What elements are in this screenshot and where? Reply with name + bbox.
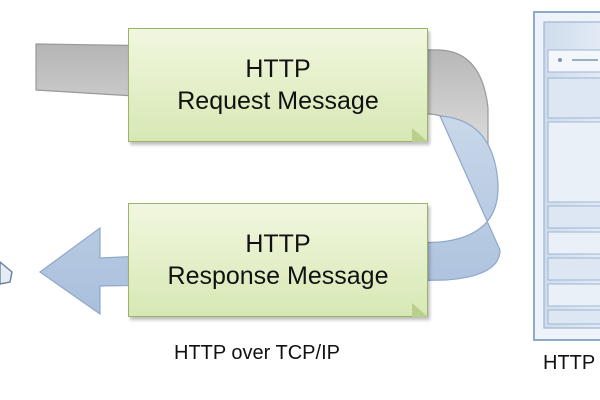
client-computer-icon [0, 261, 13, 285]
request-message-box: HTTP Request Message [128, 28, 428, 142]
request-subtitle: Request Message [177, 87, 379, 115]
page-fold-corner [412, 303, 428, 317]
request-title: HTTP [245, 55, 311, 83]
response-subtitle: Response Message [167, 262, 389, 290]
response-message-box: HTTP Response Message [128, 203, 428, 317]
server-icon [533, 11, 600, 341]
response-title: HTTP [245, 230, 311, 258]
page-fold-corner [412, 128, 428, 142]
server-caption: HTTP [543, 352, 596, 374]
transport-caption: HTTP over TCP/IP [174, 342, 340, 364]
